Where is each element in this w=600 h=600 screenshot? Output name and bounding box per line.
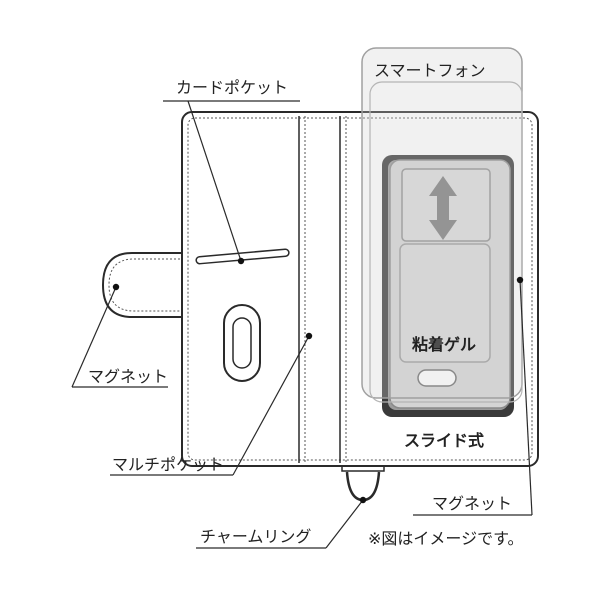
- leader-dots: [112, 257, 524, 504]
- slide-arrow-icon: [429, 176, 457, 240]
- case-body-stitch: [187, 117, 533, 461]
- magnet-tab-left: [101, 252, 184, 318]
- label-slide-type: スライド式: [404, 431, 484, 450]
- label-card-pocket: カードポケット: [176, 78, 288, 97]
- case-spine: [298, 116, 347, 463]
- label-charm-ring: チャームリング: [200, 527, 311, 546]
- leader-lines: [71, 100, 533, 549]
- smartphone-ghost-back: [369, 81, 523, 403]
- oval-cutout: [223, 304, 261, 382]
- label-magnet-right: マグネット: [432, 494, 512, 513]
- camera-cutout: [417, 369, 457, 387]
- adhesive-gel-area: [399, 243, 491, 363]
- label-multi-pocket: マルチポケット: [112, 455, 224, 474]
- charm-ring: [341, 462, 385, 502]
- label-note: ※図はイメージです。: [368, 529, 524, 548]
- label-magnet-left: マグネット: [88, 367, 168, 386]
- label-smartphone: スマートフォン: [374, 61, 486, 80]
- label-adhesive-gel: 粘着ゲル: [412, 335, 476, 354]
